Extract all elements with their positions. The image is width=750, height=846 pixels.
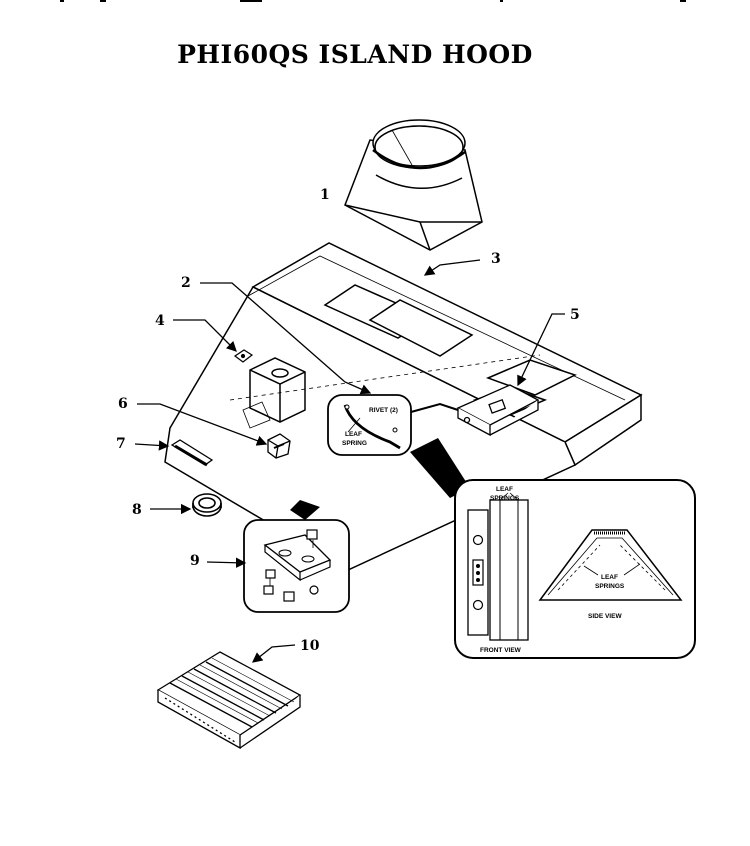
diagram-title: PHI60QS ISLAND HOOD <box>177 40 533 69</box>
callout-leaders <box>134 259 565 663</box>
callout-1: 1 <box>320 187 330 203</box>
callout-7: 7 <box>116 436 126 452</box>
rivet-label: RIVET (2) <box>369 407 398 414</box>
leaf-springs-side-label-line1: LEAF <box>601 574 618 581</box>
ring-part <box>192 493 222 517</box>
control-panel-part <box>170 439 214 467</box>
switch-part <box>267 433 291 459</box>
rivet-detail-bubble <box>327 394 412 456</box>
leaf-springs-side-label-line2: SPRINGS <box>595 583 625 590</box>
callout-6: 6 <box>118 396 128 412</box>
callout-10: 10 <box>300 638 320 654</box>
duct-transition-part <box>344 119 483 251</box>
control-detail-connector <box>290 500 320 520</box>
detail-connector-band <box>410 438 470 498</box>
leaf-springs-top-label-line1: LEAF <box>496 486 513 493</box>
filter-part <box>156 651 302 750</box>
bracket-part <box>233 349 254 363</box>
side-view-label: SIDE VIEW <box>588 613 622 620</box>
rivet-bubble-leader <box>410 402 459 413</box>
callout-9: 9 <box>190 553 200 569</box>
control-switch-detail-bubble <box>243 519 350 613</box>
leaf-spring-label-line1: LEAF <box>345 431 362 438</box>
callout-5: 5 <box>570 307 580 323</box>
callout-3: 3 <box>491 251 501 267</box>
leaf-springs-top-label-line2: SPRINGS <box>490 495 520 502</box>
front-view-label: FRONT VIEW <box>480 647 522 654</box>
callout-4: 4 <box>155 313 165 329</box>
relay-bracket-part <box>456 384 540 437</box>
callout-8: 8 <box>132 502 142 518</box>
leaf-spring-label-line2: SPRING <box>342 440 367 447</box>
leaf-spring-detail-bubble <box>454 479 696 659</box>
callout-2: 2 <box>181 275 191 291</box>
